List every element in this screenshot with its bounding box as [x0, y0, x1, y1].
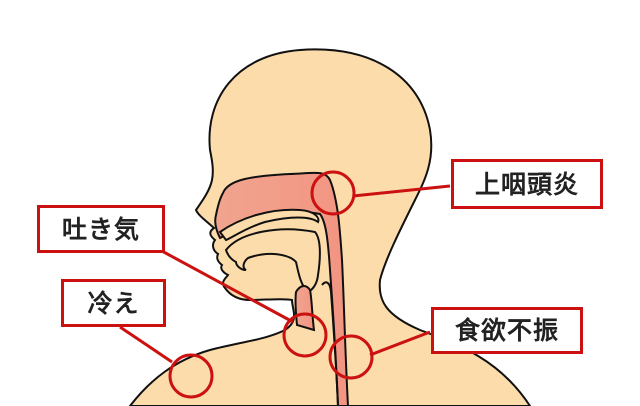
callout-circle-nasopharyngitis	[310, 170, 356, 216]
callout-line-nasopharyngitis	[352, 184, 451, 198]
callout-line-nausea	[159, 248, 294, 324]
callout-circle-nausea	[282, 312, 328, 358]
palate	[218, 208, 320, 242]
callout-line-chills	[119, 325, 173, 364]
label-loss-of-appetite: 食欲不振	[431, 307, 583, 354]
label-nausea: 吐き気	[37, 205, 165, 253]
tongue	[224, 228, 321, 294]
callout-circle-loss-of-appetite	[328, 334, 374, 380]
label-chills: 冷え	[61, 279, 166, 327]
larynx	[294, 285, 316, 332]
label-nasopharyngitis: 上咽頭炎	[451, 159, 603, 209]
callout-circle-chills	[168, 353, 214, 399]
callout-line-loss-of-appetite	[369, 330, 431, 357]
